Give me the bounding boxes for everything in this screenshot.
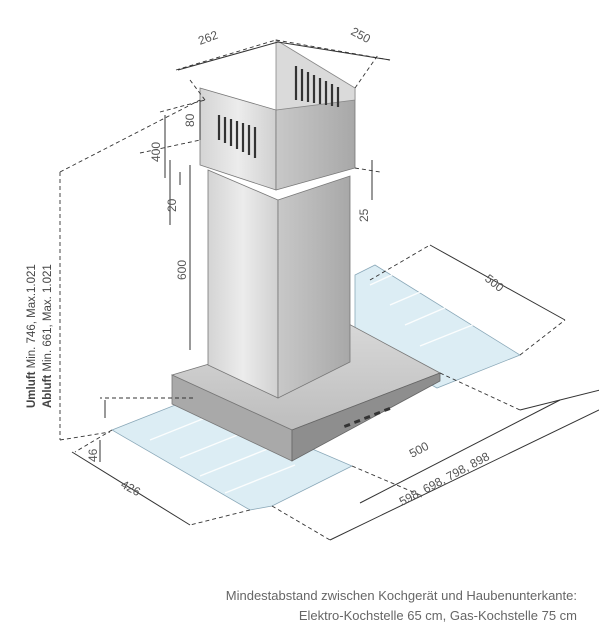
umluft-height-label: Umluft Min. 746, Max.1.021 [26, 264, 38, 408]
dimension-lines [71, 41, 599, 541]
lower-chimney-right [277, 175, 351, 399]
hood-chimney [199, 39, 356, 399]
footnote: Mindestabstand zwischen Kochgerät und Ha… [226, 586, 577, 626]
footnote-line-2: Elektro-Kochstelle 65 cm, Gas-Kochstelle… [298, 608, 577, 623]
footnote-line-1: Mindestabstand zwischen Kochgerät und Ha… [225, 588, 577, 603]
dim-250: 250 [349, 24, 374, 46]
vent-slots-left [217, 115, 257, 158]
umluft-range: Min. 746, Max.1.021 [26, 264, 38, 371]
dim-20: 20 [165, 198, 179, 212]
dimension-guides [59, 39, 566, 541]
upper-chimney-back [275, 39, 356, 111]
dim-426: 426 [119, 477, 144, 499]
dim-262: 262 [196, 28, 220, 48]
dim-80: 80 [183, 113, 197, 127]
dim-400: 400 [149, 142, 163, 162]
abluft-height-label: Abluft Min. 661, Max. 1.021 [42, 264, 54, 408]
dim-500-front: 500 [407, 439, 432, 461]
dim-600: 600 [175, 260, 189, 280]
vent-slots-back [294, 66, 340, 107]
control-buttons [343, 407, 391, 428]
dim-25: 25 [357, 208, 371, 222]
lower-chimney-left [207, 169, 279, 399]
abluft-range: Min. 661, Max. 1.021 [42, 264, 54, 375]
dim-500-right: 500 [482, 271, 507, 295]
umluft-title: Umluft [26, 371, 38, 408]
dim-46: 46 [86, 448, 100, 462]
abluft-title: Abluft [42, 375, 54, 408]
